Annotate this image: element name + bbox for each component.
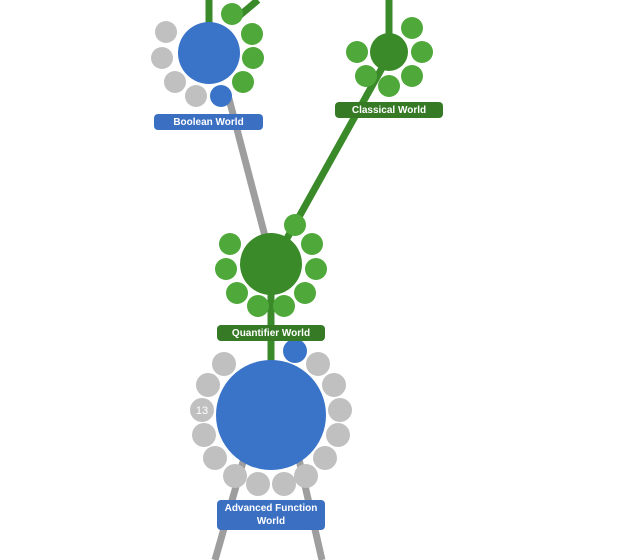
level-node-boolean-3 <box>164 71 186 93</box>
world-label-quantifier[interactable]: Quantifier World <box>217 325 325 341</box>
world-node-quantifier[interactable] <box>240 233 302 295</box>
level-node-quantifier-6[interactable] <box>247 295 269 317</box>
level-node-classical-1[interactable] <box>346 41 368 63</box>
level-node-classical-2[interactable] <box>355 65 377 87</box>
level-node-advanced-function-11 <box>203 446 227 470</box>
level-node-quantifier-3[interactable] <box>305 258 327 280</box>
world-label-boolean[interactable]: Boolean World <box>154 114 263 130</box>
world-label-advanced-function[interactable]: Advanced Function World <box>217 500 325 530</box>
level-node-boolean-1 <box>155 21 177 43</box>
level-node-boolean-8[interactable] <box>241 23 263 45</box>
level-node-advanced-function-1[interactable] <box>283 339 307 363</box>
level-node-boolean-6[interactable] <box>232 71 254 93</box>
level-node-boolean-4 <box>185 85 207 107</box>
level-node-quantifier-4[interactable] <box>294 282 316 304</box>
level-node-quantifier-2[interactable] <box>301 233 323 255</box>
level-node-advanced-function-10 <box>223 464 247 488</box>
level-node-boolean-7[interactable] <box>242 47 264 69</box>
level-node-advanced-function-5 <box>326 423 350 447</box>
level-node-advanced-function-15 <box>212 352 236 376</box>
level-node-quantifier-7[interactable] <box>226 282 248 304</box>
level-node-advanced-function-3 <box>322 373 346 397</box>
level-node-advanced-function-9 <box>246 472 270 496</box>
level-node-advanced-function-12 <box>192 423 216 447</box>
level-node-classical-4[interactable] <box>401 65 423 87</box>
level-node-classical-3[interactable] <box>378 75 400 97</box>
world-node-classical[interactable] <box>370 33 408 71</box>
level-node-classical-6[interactable] <box>401 17 423 39</box>
world-node-boolean[interactable] <box>178 22 240 84</box>
level-node-advanced-function-8 <box>272 472 296 496</box>
level-node-quantifier-9[interactable] <box>219 233 241 255</box>
path-classical-quantifier <box>281 66 386 244</box>
level-node-classical-5[interactable] <box>411 41 433 63</box>
level-node-quantifier-8[interactable] <box>215 258 237 280</box>
world-node-advanced-function[interactable] <box>216 360 326 470</box>
level-node-boolean-9[interactable] <box>221 3 243 25</box>
level-node-advanced-function-2 <box>306 352 330 376</box>
level-node-quantifier-1[interactable] <box>284 214 306 236</box>
level-node-quantifier-5[interactable] <box>273 295 295 317</box>
world-label-classical[interactable]: Classical World <box>335 102 443 118</box>
level-node-advanced-function-14 <box>196 373 220 397</box>
level-number-label: 13 <box>196 405 208 417</box>
level-node-advanced-function-7 <box>294 464 318 488</box>
level-node-advanced-function-13 <box>190 398 214 422</box>
level-node-advanced-function-4 <box>328 398 352 422</box>
level-node-boolean-2 <box>151 47 173 69</box>
level-node-advanced-function-6 <box>313 446 337 470</box>
level-node-boolean-5[interactable] <box>210 85 232 107</box>
